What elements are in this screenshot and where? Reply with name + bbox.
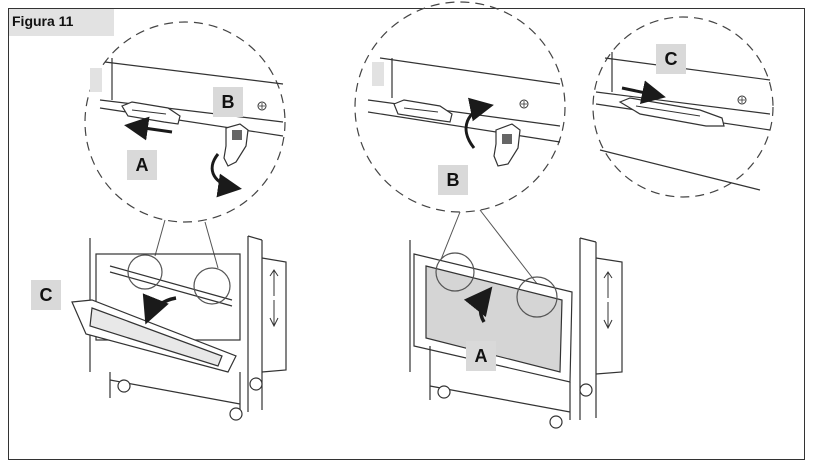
label-c-left: C [39,285,53,305]
label-box-c-left [31,280,61,310]
label-a-left: A [135,155,149,175]
label-c-right: C [664,49,678,69]
detail-circle-right [592,16,774,198]
figure-frame [8,8,805,460]
label-box-c-right [656,44,686,74]
rotate-arrow-up [464,97,494,149]
door-close-arrow [463,286,493,323]
label-box-b-middle [438,165,468,195]
label-a-middle: A [474,346,488,366]
label-box-a-middle [466,341,496,371]
door-open-arrow [142,293,177,325]
fireplace-right [409,237,623,429]
leader-lines [154,209,539,286]
slide-arrow-left [124,116,173,141]
detail-circle-left [84,21,286,223]
figure-title-box [9,9,114,36]
slide-arrow-right [621,80,666,105]
label-b-middle: B [446,170,460,190]
detail-circle-middle [354,1,566,213]
fireplace-left [71,235,287,421]
figure-title: Figura 11 [12,13,74,29]
label-box-b-left [213,87,243,117]
rotate-arrow-b [210,153,242,198]
label-box-a-left [127,150,157,180]
label-b-left: B [221,92,235,112]
